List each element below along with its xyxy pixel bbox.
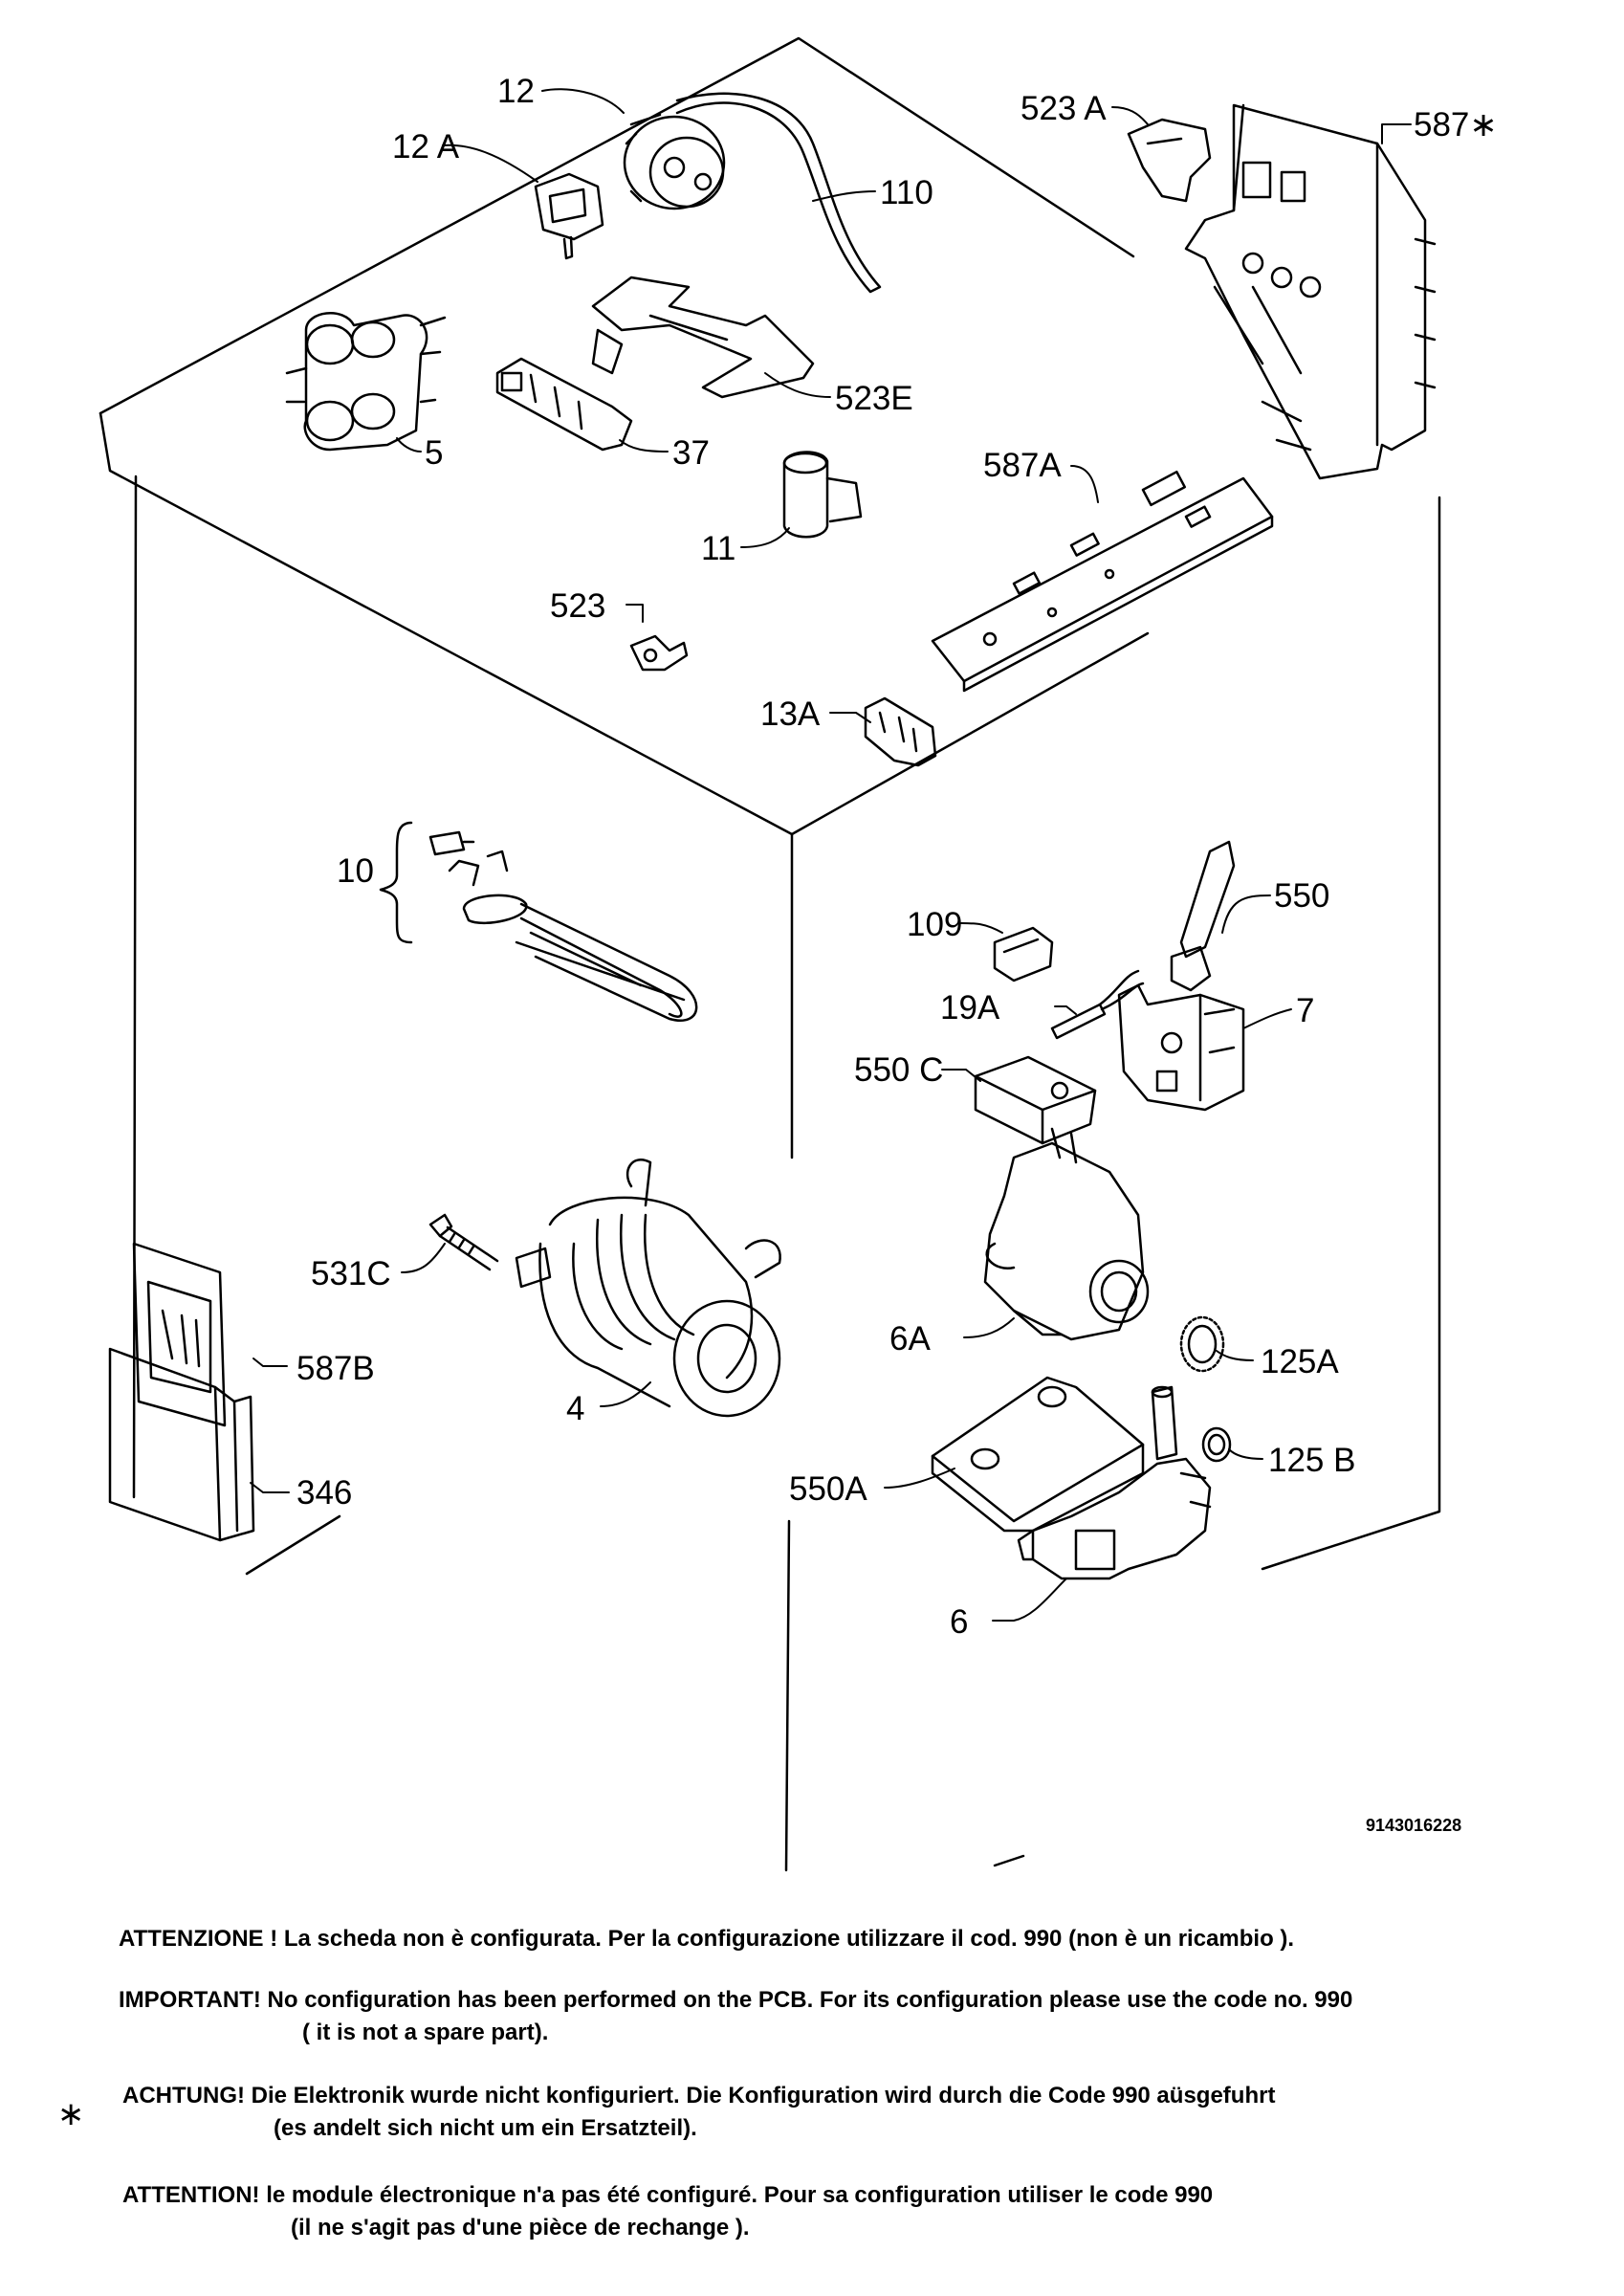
label-12: 12 bbox=[497, 73, 535, 110]
note-italian: ATTENZIONE ! La scheda non è configurata… bbox=[119, 1923, 1294, 1955]
label-109: 109 bbox=[907, 906, 962, 943]
note-german: ACHTUNG! Die Elektronik wurde nicht konf… bbox=[122, 2080, 1275, 2145]
asterisk-marker: ∗ bbox=[57, 2095, 85, 2133]
thermistor-part bbox=[1050, 969, 1145, 1040]
door-interlock-part bbox=[1117, 983, 1245, 1112]
label-6a: 6A bbox=[889, 1320, 931, 1358]
pressure-switch-part bbox=[623, 92, 882, 294]
configuration-card-part bbox=[132, 1242, 227, 1427]
label-110: 110 bbox=[880, 174, 933, 211]
bracket-part bbox=[591, 276, 815, 399]
cover-part bbox=[993, 926, 1054, 982]
label-587a: 587A bbox=[983, 447, 1062, 484]
gasket-small-part bbox=[1201, 1426, 1232, 1463]
label-5: 5 bbox=[425, 434, 443, 472]
label-4: 4 bbox=[566, 1390, 584, 1427]
label-523e: 523E bbox=[835, 380, 913, 417]
pump-cover-part bbox=[931, 1376, 1145, 1533]
label-11: 11 bbox=[701, 530, 735, 567]
label-37: 37 bbox=[672, 434, 710, 472]
label-7: 7 bbox=[1296, 992, 1314, 1029]
card-holder-part bbox=[108, 1347, 255, 1542]
capacitor-part bbox=[782, 451, 863, 539]
label-550: 550 bbox=[1274, 877, 1329, 915]
pressure-chamber-part bbox=[534, 172, 604, 260]
terminal-block-part bbox=[495, 357, 633, 452]
door-lock-lever-part bbox=[1170, 840, 1236, 992]
label-550c: 550 C bbox=[854, 1051, 943, 1089]
label-12a: 12 A bbox=[392, 128, 460, 166]
note-french-line2: (il ne s'agit pas d'une pièce de rechang… bbox=[291, 2215, 750, 2241]
note-english-line1: IMPORTANT! No configuration has been per… bbox=[119, 1987, 1353, 2013]
drawing-reference-code: 9143016228 bbox=[1366, 1816, 1461, 1835]
bolt-part bbox=[428, 1213, 499, 1271]
label-531c: 531C bbox=[311, 1255, 391, 1292]
sensor-part bbox=[1127, 118, 1212, 203]
motor-part bbox=[515, 1159, 781, 1418]
note-french: ATTENTION! le module électronique n'a pa… bbox=[122, 2179, 1213, 2244]
cabinet-outline bbox=[99, 36, 1441, 1872]
label-587b: 587B bbox=[296, 1350, 375, 1387]
pcb-board-part bbox=[931, 470, 1274, 693]
lock-cover-part bbox=[974, 1055, 1097, 1145]
clip-part bbox=[629, 634, 689, 672]
note-english-line2: ( it is not a spare part). bbox=[302, 2020, 549, 2045]
drain-pump-part bbox=[1017, 1385, 1212, 1580]
electronic-module-part bbox=[1184, 103, 1437, 480]
label-346: 346 bbox=[296, 1474, 352, 1512]
exploded-parts-diagram: 12 12 A 110 5 37 523E 11 523 13A 523 A 5… bbox=[99, 36, 1498, 1872]
bracket-brace-10 bbox=[379, 821, 413, 944]
label-13a: 13A bbox=[760, 695, 821, 733]
note-english: IMPORTANT! No configuration has been per… bbox=[119, 1984, 1352, 2049]
label-523a: 523 A bbox=[1020, 90, 1107, 127]
note-italian-text: ATTENZIONE ! La scheda non è configurata… bbox=[119, 1926, 1295, 1952]
part-labels: 12 12 A 110 5 37 523E 11 523 13A 523 A 5… bbox=[296, 73, 1498, 1835]
label-125a: 125A bbox=[1261, 1343, 1339, 1380]
label-10: 10 bbox=[337, 852, 374, 890]
label-587: 587∗ bbox=[1414, 106, 1498, 144]
label-523: 523 bbox=[550, 587, 605, 625]
label-19a: 19A bbox=[940, 989, 1000, 1027]
label-6: 6 bbox=[950, 1603, 968, 1641]
connector-part bbox=[864, 696, 937, 767]
note-german-line2: (es andelt sich nicht um ein Ersatzteil)… bbox=[274, 2115, 697, 2141]
label-125b: 125 B bbox=[1268, 1442, 1355, 1479]
solenoid-valve-part bbox=[285, 312, 447, 452]
label-550a: 550A bbox=[789, 1470, 867, 1508]
leader-lines bbox=[250, 88, 1412, 1622]
heating-element-part bbox=[428, 830, 698, 1022]
pump-housing-part bbox=[983, 1127, 1150, 1341]
gasket-large-part bbox=[1179, 1315, 1225, 1373]
note-french-line1: ATTENTION! le module électronique n'a pa… bbox=[122, 2182, 1214, 2208]
note-german-line1: ACHTUNG! Die Elektronik wurde nicht konf… bbox=[122, 2083, 1276, 2108]
